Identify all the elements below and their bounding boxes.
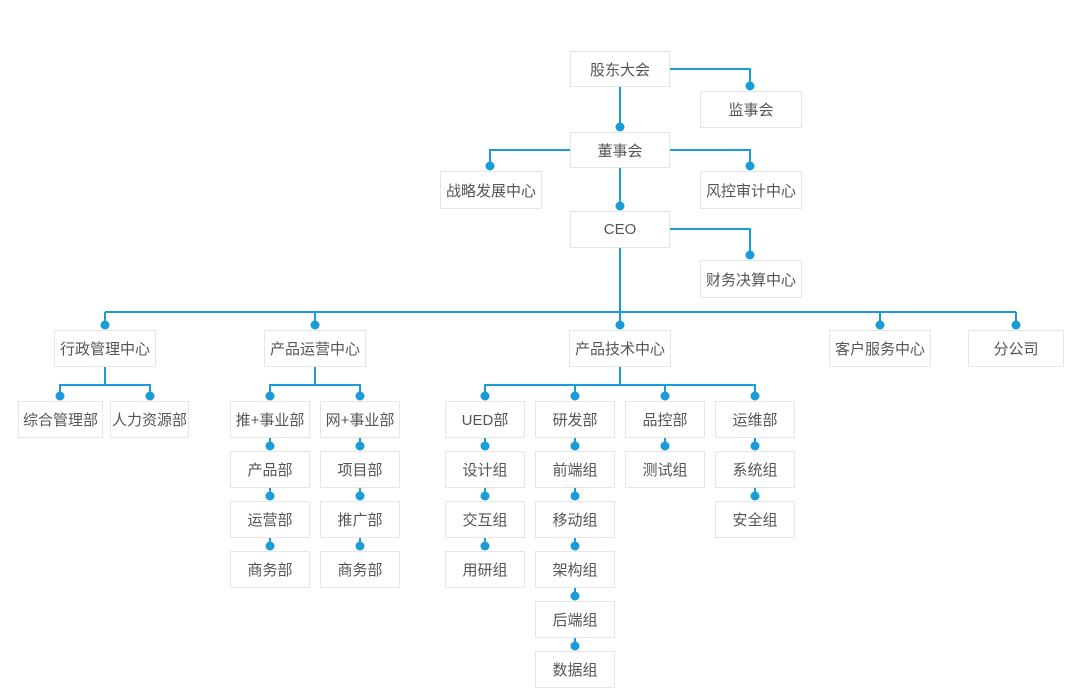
org-node-project-dept: 项目部 — [320, 451, 400, 488]
org-node-security-group: 安全组 — [715, 501, 795, 538]
org-node-testing-group: 测试组 — [625, 451, 705, 488]
org-node-risk-audit-center: 风控审计中心 — [700, 171, 802, 209]
org-node-quality-control-dept: 品控部 — [625, 401, 705, 438]
org-node-wang-plus-business-dept: 网+事业部 — [320, 401, 400, 438]
org-node-admin-management-center: 行政管理中心 — [54, 330, 156, 367]
org-node-interaction-group: 交互组 — [445, 501, 525, 538]
org-node-business-dept-wang: 商务部 — [320, 551, 400, 588]
org-node-product-technology-center: 产品技术中心 — [569, 330, 671, 367]
org-node-ued-dept: UED部 — [445, 401, 525, 438]
org-node-user-research-group: 用研组 — [445, 551, 525, 588]
org-node-frontend-group: 前端组 — [535, 451, 615, 488]
org-node-business-dept-tui: 商务部 — [230, 551, 310, 588]
org-node-financial-settlement-center: 财务决算中心 — [700, 260, 802, 298]
org-node-board-of-directors: 董事会 — [570, 132, 670, 168]
org-node-ceo: CEO — [570, 211, 670, 248]
org-node-backend-group: 后端组 — [535, 601, 615, 638]
org-node-product-dept: 产品部 — [230, 451, 310, 488]
org-node-promotion-dept: 推广部 — [320, 501, 400, 538]
org-node-product-operations-center: 产品运营中心 — [264, 330, 366, 367]
org-node-system-group: 系统组 — [715, 451, 795, 488]
org-node-data-group: 数据组 — [535, 651, 615, 688]
org-node-architecture-group: 架构组 — [535, 551, 615, 588]
org-node-supervisory-board: 监事会 — [700, 91, 802, 128]
org-node-shareholders-meeting: 股东大会 — [570, 51, 670, 87]
org-node-tui-plus-business-dept: 推+事业部 — [230, 401, 310, 438]
org-node-branch-company: 分公司 — [968, 330, 1064, 367]
org-node-general-management-dept: 综合管理部 — [18, 401, 103, 438]
org-node-operations-maintenance-dept: 运维部 — [715, 401, 795, 438]
org-node-human-resources-dept: 人力资源部 — [110, 401, 189, 438]
org-node-customer-service-center: 客户服务中心 — [829, 330, 931, 367]
org-node-rd-dept: 研发部 — [535, 401, 615, 438]
org-node-operation-dept: 运营部 — [230, 501, 310, 538]
org-node-mobile-group: 移动组 — [535, 501, 615, 538]
org-node-design-group: 设计组 — [445, 451, 525, 488]
org-node-strategy-development-center: 战略发展中心 — [440, 171, 542, 209]
